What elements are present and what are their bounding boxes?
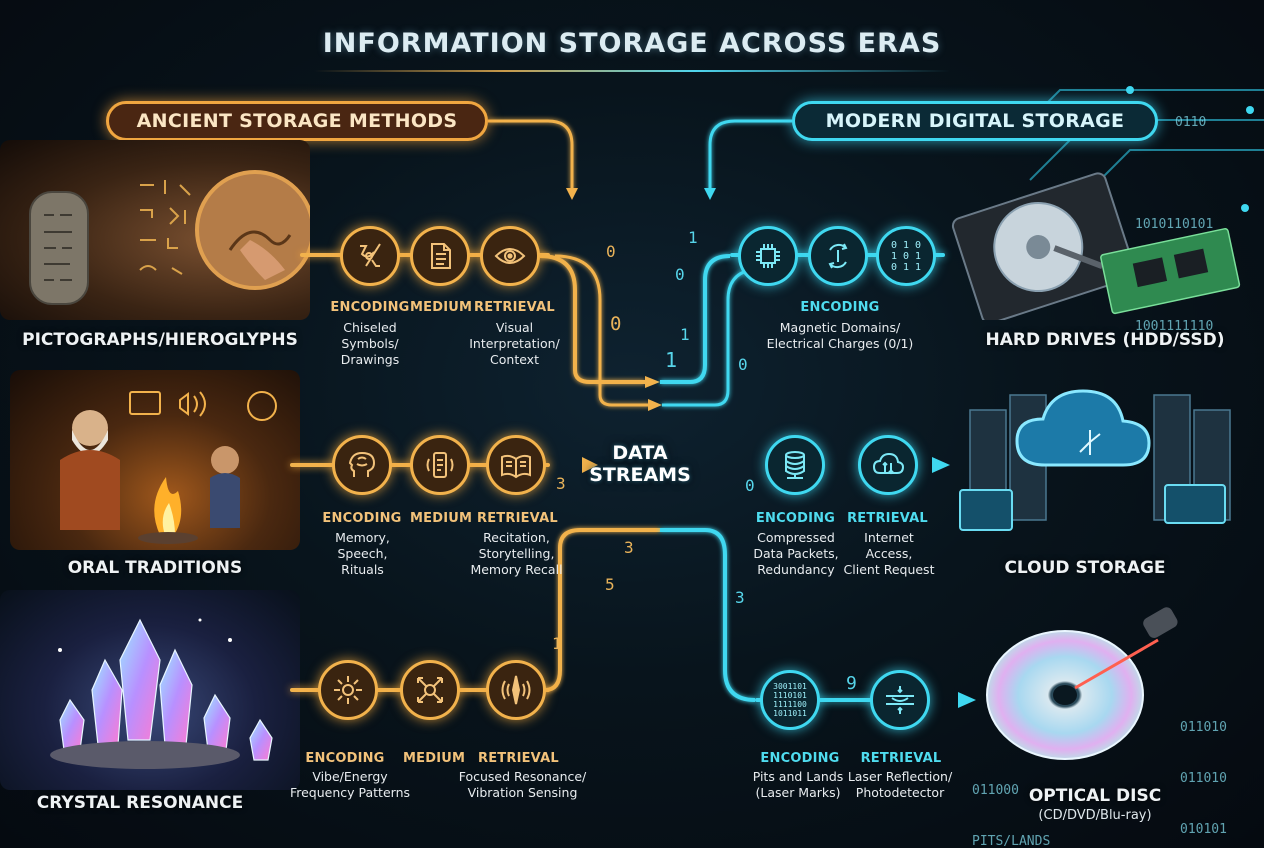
laser-beam-icon [1074, 638, 1159, 690]
radiant-energy-icon [318, 660, 378, 720]
optical-encoding-label: ENCODING [760, 751, 840, 766]
monitor-icon [959, 489, 1013, 531]
row2-retrieval-label: RETRIEVAL [477, 511, 558, 526]
campfire-icon [138, 477, 198, 544]
row-label-oral: ORAL TRADITIONS [67, 558, 243, 578]
row-label-pictographs: PICTOGRAPHS/HIEROGLYPHS [22, 330, 298, 350]
brain-head-icon [332, 435, 392, 495]
row1-medium-label: MEDIUM [410, 300, 473, 315]
vibration-wave-icon [486, 660, 546, 720]
row3-medium-label: MEDIUM [403, 751, 466, 766]
row-sublabel-optical: (CD/DVD/Blu-ray) [1038, 808, 1152, 823]
book-icon [129, 391, 161, 415]
binary-grid-icon: 0 1 0 1 0 1 0 1 1 [876, 226, 936, 286]
stream-digit: 0 [738, 355, 748, 374]
row1-encoding-label: ENCODING [330, 300, 410, 315]
row-label-crystal: CRYSTAL RESONANCE [36, 793, 244, 813]
speaking-tablet-icon [410, 435, 470, 495]
stream-digit: 0 [606, 242, 616, 261]
pits-lands-annotation: 011000 PITS/LANDS [972, 783, 1051, 848]
row3-encoding-text: Vibe/Energy Frequency Patterns [289, 769, 411, 800]
hard-drive-illustration [945, 170, 1245, 320]
hdd-encoding-text: Magnetic Domains/ Electrical Charges (0/… [766, 320, 914, 351]
row-label-optical: OPTICAL DISC [1028, 786, 1162, 806]
stone-tablet-icon [29, 170, 310, 305]
stream-digit: 3 [735, 588, 745, 607]
ssd-chip-icon [1100, 227, 1241, 315]
stream-digit: 1 [665, 348, 678, 372]
row-label-hdd: HARD DRIVES (HDD/SSD) [985, 330, 1225, 350]
decorative-binary: 0110 [1175, 115, 1207, 130]
open-book-icon [486, 435, 546, 495]
stream-digit: 1 [552, 634, 562, 653]
optical-retrieval-label: RETRIEVAL [860, 751, 942, 766]
stream-digit: 5 [605, 575, 615, 594]
document-icon [410, 226, 470, 286]
elder-figure-icon [60, 410, 120, 530]
stream-digit: 0 [745, 476, 755, 495]
row3-encoding-label: ENCODING [305, 751, 385, 766]
data-streams-label: DATA STREAMS [589, 442, 691, 486]
stream-digit: 0 [610, 313, 622, 335]
cloud-storage-illustration [950, 370, 1250, 550]
cloud-encoding-label: ENCODING [755, 511, 836, 526]
hdd-encoding-label: ENCODING [800, 300, 880, 315]
row1-encoding-text: Chiseled Symbols/ Drawings [340, 320, 400, 367]
cloud-icon [1015, 389, 1151, 467]
row-label-cloud: CLOUD STORAGE [1004, 558, 1166, 578]
stream-digit: 9 [846, 673, 857, 694]
cloud-retrieval-text: Internet Access, Client Request [843, 530, 935, 577]
optical-disc-illustration [980, 600, 1180, 770]
modern-section-header: MODERN DIGITAL STORAGE [792, 101, 1158, 141]
row1-retrieval-label: RETRIEVAL [474, 300, 555, 315]
row2-encoding-label: ENCODING [322, 511, 402, 526]
row2-encoding-text: Memory, Speech, Rituals [335, 530, 390, 577]
hdd-icon [951, 172, 1136, 320]
laser-head-icon [1143, 607, 1178, 638]
ancient-section-header: ANCIENT STORAGE METHODS [106, 101, 488, 141]
page-title: INFORMATION STORAGE ACROSS ERAS [322, 28, 942, 59]
crystal-cluster-icon [59, 618, 273, 761]
row2-medium-label: MEDIUM [410, 511, 473, 526]
stream-digit: 3 [556, 474, 566, 493]
title-divider [314, 70, 950, 72]
stream-digit: 1 [688, 228, 698, 247]
pits-lands-icon [870, 670, 930, 730]
stream-digit: 3 [624, 538, 634, 557]
speaker-icon [179, 391, 206, 417]
stream-digit: 0 [675, 265, 685, 284]
row2-retrieval-text: Recitation, Storytelling, Memory Recall [470, 530, 563, 577]
expand-arrows-icon [400, 660, 460, 720]
row3-retrieval-text: Focused Resonance/ Vibration Sensing [458, 769, 587, 800]
sync-cycle-icon [808, 226, 868, 286]
row1-retrieval-text: Visual Interpretation/ Context [469, 320, 560, 367]
chisel-icon [340, 226, 400, 286]
child-figure-icon [210, 446, 240, 528]
oral-traditions-illustration [10, 370, 300, 550]
cpu-chip-icon [738, 226, 798, 286]
eye-icon [480, 226, 540, 286]
cloud-encoding-text: Compressed Data Packets, Redundancy [753, 530, 839, 577]
optical-encoding-text: Pits and Lands (Laser Marks) [752, 769, 844, 800]
cloud-transfer-icon [858, 435, 918, 495]
mind-head-icon [247, 391, 277, 421]
cloud-retrieval-label: RETRIEVAL [847, 511, 928, 526]
laptop-icon [1164, 484, 1226, 524]
crystal-resonance-illustration [0, 590, 300, 790]
stream-digit: 1 [680, 325, 690, 344]
hieroglyph-symbols [139, 180, 191, 275]
pictographs-illustration [0, 140, 310, 320]
row3-cyan-connector [755, 698, 915, 702]
optical-retrieval-text: Laser Reflection/ Photodetector [847, 769, 953, 800]
database-server-icon [765, 435, 825, 495]
row3-retrieval-label: RETRIEVAL [478, 751, 559, 766]
binary-block-icon: 3001101 1110101 1111100 1011011 [760, 670, 820, 730]
